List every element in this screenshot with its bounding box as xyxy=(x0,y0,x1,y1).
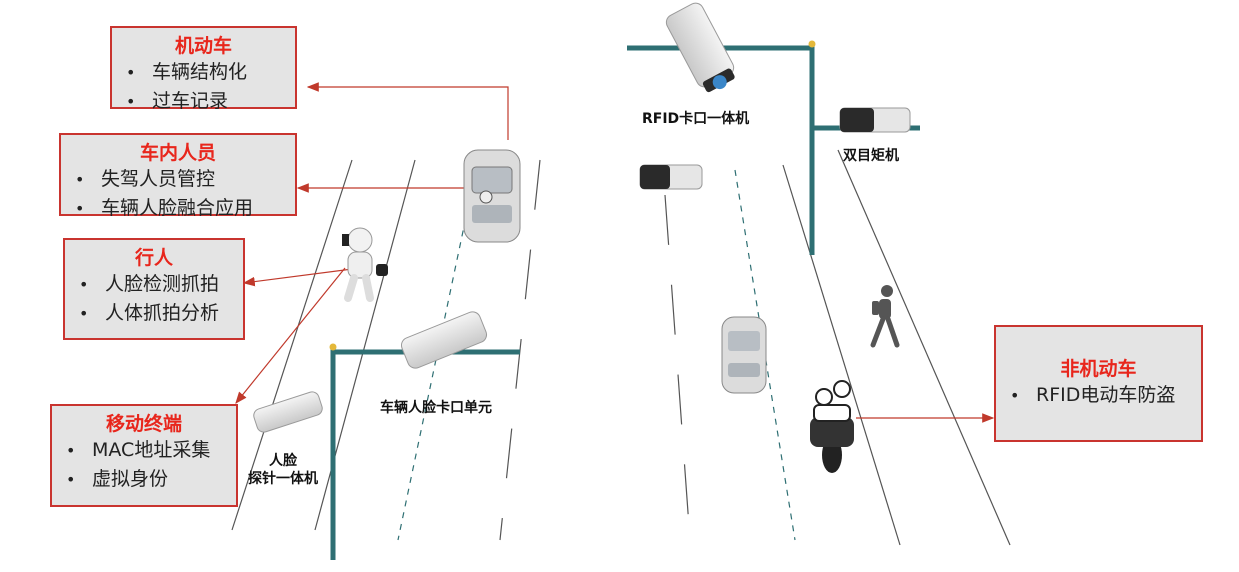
list-item: 人脸检测抓拍 xyxy=(79,270,229,299)
phone-person xyxy=(342,227,388,302)
list-item: 失驾人员管控 xyxy=(75,165,281,194)
box-camera-left xyxy=(639,164,703,190)
pole-lamp-bottom xyxy=(329,343,337,351)
box-pedestrian-title: 行人 xyxy=(134,247,173,269)
label-face-probe-line1: 人脸 xyxy=(269,453,297,469)
box-occupants-title: 车内人员 xyxy=(139,142,216,164)
walking-person-icon xyxy=(870,285,900,348)
box-motor-vehicle-title: 机动车 xyxy=(174,35,232,57)
list-item: 虚拟身份 xyxy=(66,465,222,494)
motorcycle-riders xyxy=(810,380,854,473)
pole-bottom-left xyxy=(330,349,520,560)
right-road xyxy=(664,149,1011,546)
list-item: 车辆人脸融合应用 xyxy=(75,194,281,223)
rfid-camera xyxy=(665,2,735,93)
list-item: 人体抓拍分析 xyxy=(79,299,229,328)
box-non-motor: 非机动车 RFID电动车防盗 xyxy=(994,325,1203,442)
box-mobile-terminal: 移动终端 MAC地址采集 虚拟身份 xyxy=(50,404,238,507)
box-motor-vehicle: 机动车 车辆结构化 过车记录 xyxy=(110,26,297,112)
label-face-probe: 人脸 探针一体机 xyxy=(248,452,318,488)
box-pedestrian: 行人 人脸检测抓拍 人体抓拍分析 xyxy=(63,238,245,340)
list-item: RFID电动车防盗 xyxy=(1010,381,1187,410)
pole-lamp-top xyxy=(808,40,816,48)
vehicle-face-camera xyxy=(400,311,488,369)
car-left xyxy=(463,149,521,243)
label-rfid-checkpoint: RFID卡口一体机 xyxy=(642,111,750,127)
binocular-camera xyxy=(839,107,911,133)
box-occupants: 车内人员 失驾人员管控 车辆人脸融合应用 xyxy=(59,133,297,219)
list-item: 过车记录 xyxy=(126,87,281,116)
callout-arrows xyxy=(235,82,995,423)
box-non-motor-title: 非机动车 xyxy=(1060,358,1137,380)
label-vehicle-face-unit: 车辆人脸卡口单元 xyxy=(380,400,492,416)
label-face-probe-line2: 探针一体机 xyxy=(248,471,318,487)
list-item: MAC地址采集 xyxy=(66,436,222,465)
box-mobile-terminal-title: 移动终端 xyxy=(105,413,182,435)
face-probe-camera xyxy=(253,391,323,433)
label-binocular-camera: 双目矩机 xyxy=(843,148,899,164)
car-right xyxy=(721,316,767,394)
list-item: 车辆结构化 xyxy=(126,58,281,87)
